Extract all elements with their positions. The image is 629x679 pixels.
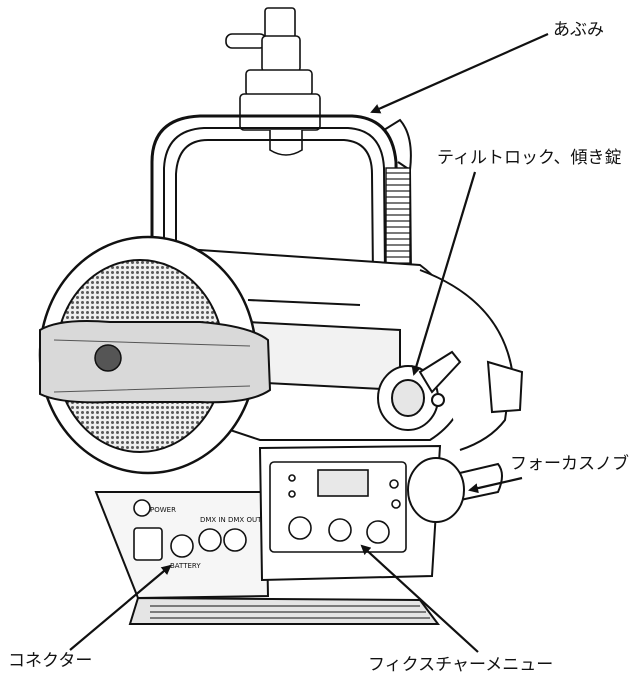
arrow-tilt-lock (411, 171, 477, 376)
menu-dial-icon (288, 516, 312, 540)
tilt-lock-label: ティルトロック、傾き錠 (437, 148, 622, 168)
arrow-connector (69, 564, 172, 651)
connector-label: コネクター (8, 651, 93, 671)
mounting-spigot (225, 7, 321, 156)
logo-badge (94, 344, 122, 372)
display-screen (317, 469, 369, 497)
arrow-focus-knob (468, 476, 523, 494)
dmx-out-connector-icon (223, 528, 247, 552)
fixture-menu-label: フィクスチャーメニュー (368, 655, 554, 675)
dmx-out-label: DMX OUT (228, 516, 262, 524)
fixture-menu-panel (269, 461, 407, 553)
yoke (150, 114, 413, 381)
yoke-label: あぶみ (553, 20, 604, 40)
tilt-lock-knob (377, 350, 462, 431)
power-label: POWER (150, 506, 176, 514)
dmx-in-connector-icon (198, 528, 222, 552)
connector-panel (133, 499, 247, 561)
battery-label: BATTERY (170, 562, 201, 570)
power-connector-icon (133, 527, 163, 561)
power-indicator-icon (133, 499, 151, 517)
callout-arrows (69, 32, 549, 653)
focus-knob (407, 457, 503, 523)
focus-knob-label: フォーカスノブ (510, 454, 629, 474)
menu-dial-icon (366, 520, 390, 544)
arrow-yoke (370, 32, 549, 114)
front-lens-housing (38, 235, 272, 475)
arrow-fixture-menu (360, 544, 479, 653)
menu-dial-icon (328, 518, 352, 542)
battery-connector-icon (170, 534, 194, 558)
dmx-in-label: DMX IN (200, 516, 226, 524)
